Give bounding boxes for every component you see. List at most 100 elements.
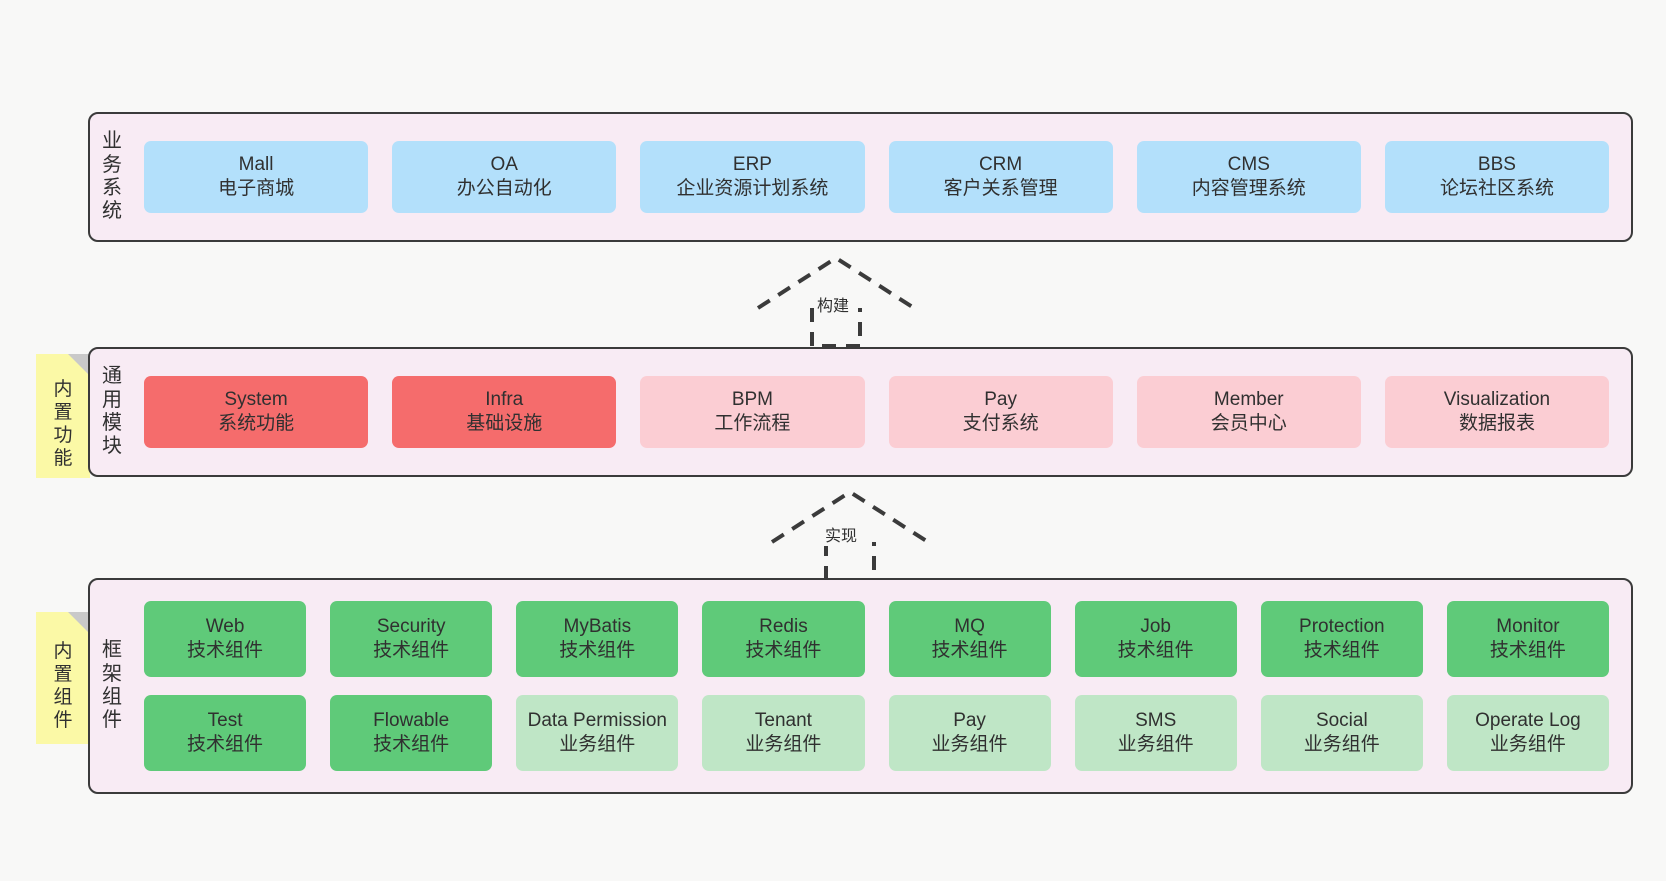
- connector-build-arrowhead: [756, 255, 916, 310]
- card-subtitle: 办公自动化: [456, 178, 552, 199]
- card-title: Infra: [485, 388, 524, 410]
- layer-label-char: 模: [102, 412, 122, 434]
- card-subtitle: 企业资源计划系统: [676, 178, 829, 199]
- layer-body-framework-component: Web 技术组件 Security 技术组件 MyBatis 技术组件 Redi…: [134, 580, 1631, 792]
- connector-impl-label: 实现: [823, 522, 860, 546]
- sticky-char: 置: [53, 402, 73, 424]
- card-title: Monitor: [1496, 615, 1560, 637]
- card-operate-log[interactable]: Operate Log 业务组件: [1446, 695, 1609, 771]
- card-title: MQ: [954, 615, 985, 637]
- card-subtitle: 基础设施: [466, 413, 543, 434]
- card-subtitle: 业务组件: [1117, 734, 1194, 755]
- card-subtitle: 业务组件: [745, 734, 822, 755]
- sticky-note-builtin-components: 内 置 组 件: [36, 612, 90, 744]
- card-row: Test 技术组件 Flowable 技术组件 Data Permission …: [134, 695, 1631, 771]
- card-title: Tenant: [754, 709, 812, 731]
- sticky-char: 组: [53, 687, 73, 708]
- card-protection[interactable]: Protection 技术组件: [1260, 601, 1423, 677]
- card-title: Flowable: [373, 709, 450, 731]
- card-test[interactable]: Test 技术组件: [144, 695, 307, 771]
- layer-label-char: 框: [102, 639, 122, 662]
- card-title: Data Permission: [527, 709, 667, 731]
- card-subtitle: 技术组件: [1303, 640, 1380, 661]
- card-subtitle: 客户关系管理: [943, 178, 1058, 199]
- card-social[interactable]: Social 业务组件: [1260, 695, 1423, 771]
- card-erp[interactable]: ERP 企业资源计划系统: [640, 141, 865, 213]
- layer-label-char: 系: [102, 177, 122, 199]
- card-subtitle: 技术组件: [559, 640, 636, 661]
- card-subtitle: 技术组件: [187, 640, 264, 661]
- card-sms[interactable]: SMS 业务组件: [1074, 695, 1237, 771]
- card-mq[interactable]: MQ 技术组件: [888, 601, 1051, 677]
- card-flowable[interactable]: Flowable 技术组件: [330, 695, 493, 771]
- card-bbs[interactable]: BBS 论坛社区系统: [1384, 141, 1610, 213]
- card-subtitle: 技术组件: [187, 734, 264, 755]
- card-subtitle: 数据报表: [1458, 413, 1535, 434]
- card-visualization[interactable]: Visualization 数据报表: [1384, 376, 1610, 448]
- card-redis[interactable]: Redis 技术组件: [702, 601, 865, 677]
- connector-impl-stem: [824, 542, 876, 582]
- card-web[interactable]: Web 技术组件: [144, 601, 307, 677]
- card-title: ERP: [732, 153, 772, 175]
- card-security[interactable]: Security 技术组件: [330, 601, 493, 677]
- card-cms[interactable]: CMS 内容管理系统: [1136, 141, 1361, 213]
- layer-framework-component: 框 架 组 件 Web 技术组件 Security 技术组件 MyBatis 技…: [88, 578, 1633, 794]
- card-monitor[interactable]: Monitor 技术组件: [1446, 601, 1609, 677]
- card-bpm[interactable]: BPM 工作流程: [640, 376, 865, 448]
- card-subtitle: 支付系统: [962, 413, 1039, 434]
- layer-label-char: 件: [102, 709, 122, 732]
- card-title: Member: [1213, 388, 1284, 410]
- layer-label-char: 用: [102, 388, 122, 411]
- sticky-note-builtin-features: 内 置 功 能: [36, 354, 90, 478]
- layer-label-char: 业: [102, 130, 122, 153]
- card-system[interactable]: System 系统功能: [144, 376, 369, 448]
- sticky-char: 置: [53, 664, 73, 686]
- card-job[interactable]: Job 技术组件: [1074, 601, 1237, 677]
- card-data-permission[interactable]: Data Permission 业务组件: [516, 695, 679, 771]
- card-mall[interactable]: Mall 电子商城: [144, 141, 369, 213]
- card-title: Social: [1315, 709, 1368, 731]
- card-subtitle: 技术组件: [1117, 640, 1194, 661]
- card-row: Web 技术组件 Security 技术组件 MyBatis 技术组件 Redi…: [134, 601, 1631, 677]
- card-pay[interactable]: Pay 支付系统: [888, 376, 1113, 448]
- card-oa[interactable]: OA 办公自动化: [392, 141, 617, 213]
- card-subtitle: 技术组件: [373, 734, 450, 755]
- layer-common-module: 通 用 模 块 System 系统功能 Infra 基础设施 BPM 工作流程: [88, 347, 1633, 477]
- connector-build-label: 构建: [815, 292, 852, 316]
- card-subtitle: 业务组件: [559, 734, 636, 755]
- card-title: Redis: [759, 615, 808, 637]
- card-mybatis[interactable]: MyBatis 技术组件: [516, 601, 679, 677]
- card-tenant[interactable]: Tenant 业务组件: [702, 695, 865, 771]
- card-pay-business[interactable]: Pay 业务组件: [888, 695, 1051, 771]
- card-title: Job: [1140, 615, 1171, 637]
- card-title: Security: [376, 615, 446, 637]
- card-title: CMS: [1227, 153, 1270, 175]
- card-infra[interactable]: Infra 基础设施: [392, 376, 617, 448]
- layer-label-common-module: 通 用 模 块: [90, 365, 134, 459]
- card-member[interactable]: Member 会员中心: [1136, 376, 1361, 448]
- card-subtitle: 技术组件: [1489, 640, 1566, 661]
- card-title: SMS: [1135, 709, 1177, 731]
- layer-label-framework-component: 框 架 组 件: [90, 639, 134, 733]
- layer-label-char: 组: [102, 686, 122, 708]
- sticky-fold-icon: [68, 612, 90, 634]
- card-subtitle: 系统功能: [218, 413, 295, 434]
- card-row: Mall 电子商城 OA 办公自动化 ERP 企业资源计划系统 CRM 客户关系…: [134, 141, 1631, 213]
- connector-impl-arrowhead: [770, 489, 930, 544]
- card-subtitle: 业务组件: [1303, 734, 1380, 755]
- card-subtitle: 业务组件: [931, 734, 1008, 755]
- layer-business-system: 业 务 系 统 Mall 电子商城 OA 办公自动化 ERP 企业资源计划系统: [88, 112, 1633, 242]
- card-title: MyBatis: [563, 615, 632, 637]
- card-subtitle: 论坛社区系统: [1439, 178, 1554, 199]
- card-crm[interactable]: CRM 客户关系管理: [888, 141, 1113, 213]
- sticky-fold-icon: [68, 354, 90, 376]
- layer-body-common-module: System 系统功能 Infra 基础设施 BPM 工作流程 Pay 支付系统…: [134, 349, 1631, 475]
- card-title: System: [224, 388, 288, 410]
- card-title: BBS: [1477, 153, 1516, 175]
- layer-label-char: 架: [102, 662, 122, 685]
- card-title: Visualization: [1443, 388, 1551, 410]
- layer-label-char: 块: [102, 435, 122, 458]
- layer-label-char: 务: [102, 153, 122, 176]
- card-title: Protection: [1299, 615, 1385, 637]
